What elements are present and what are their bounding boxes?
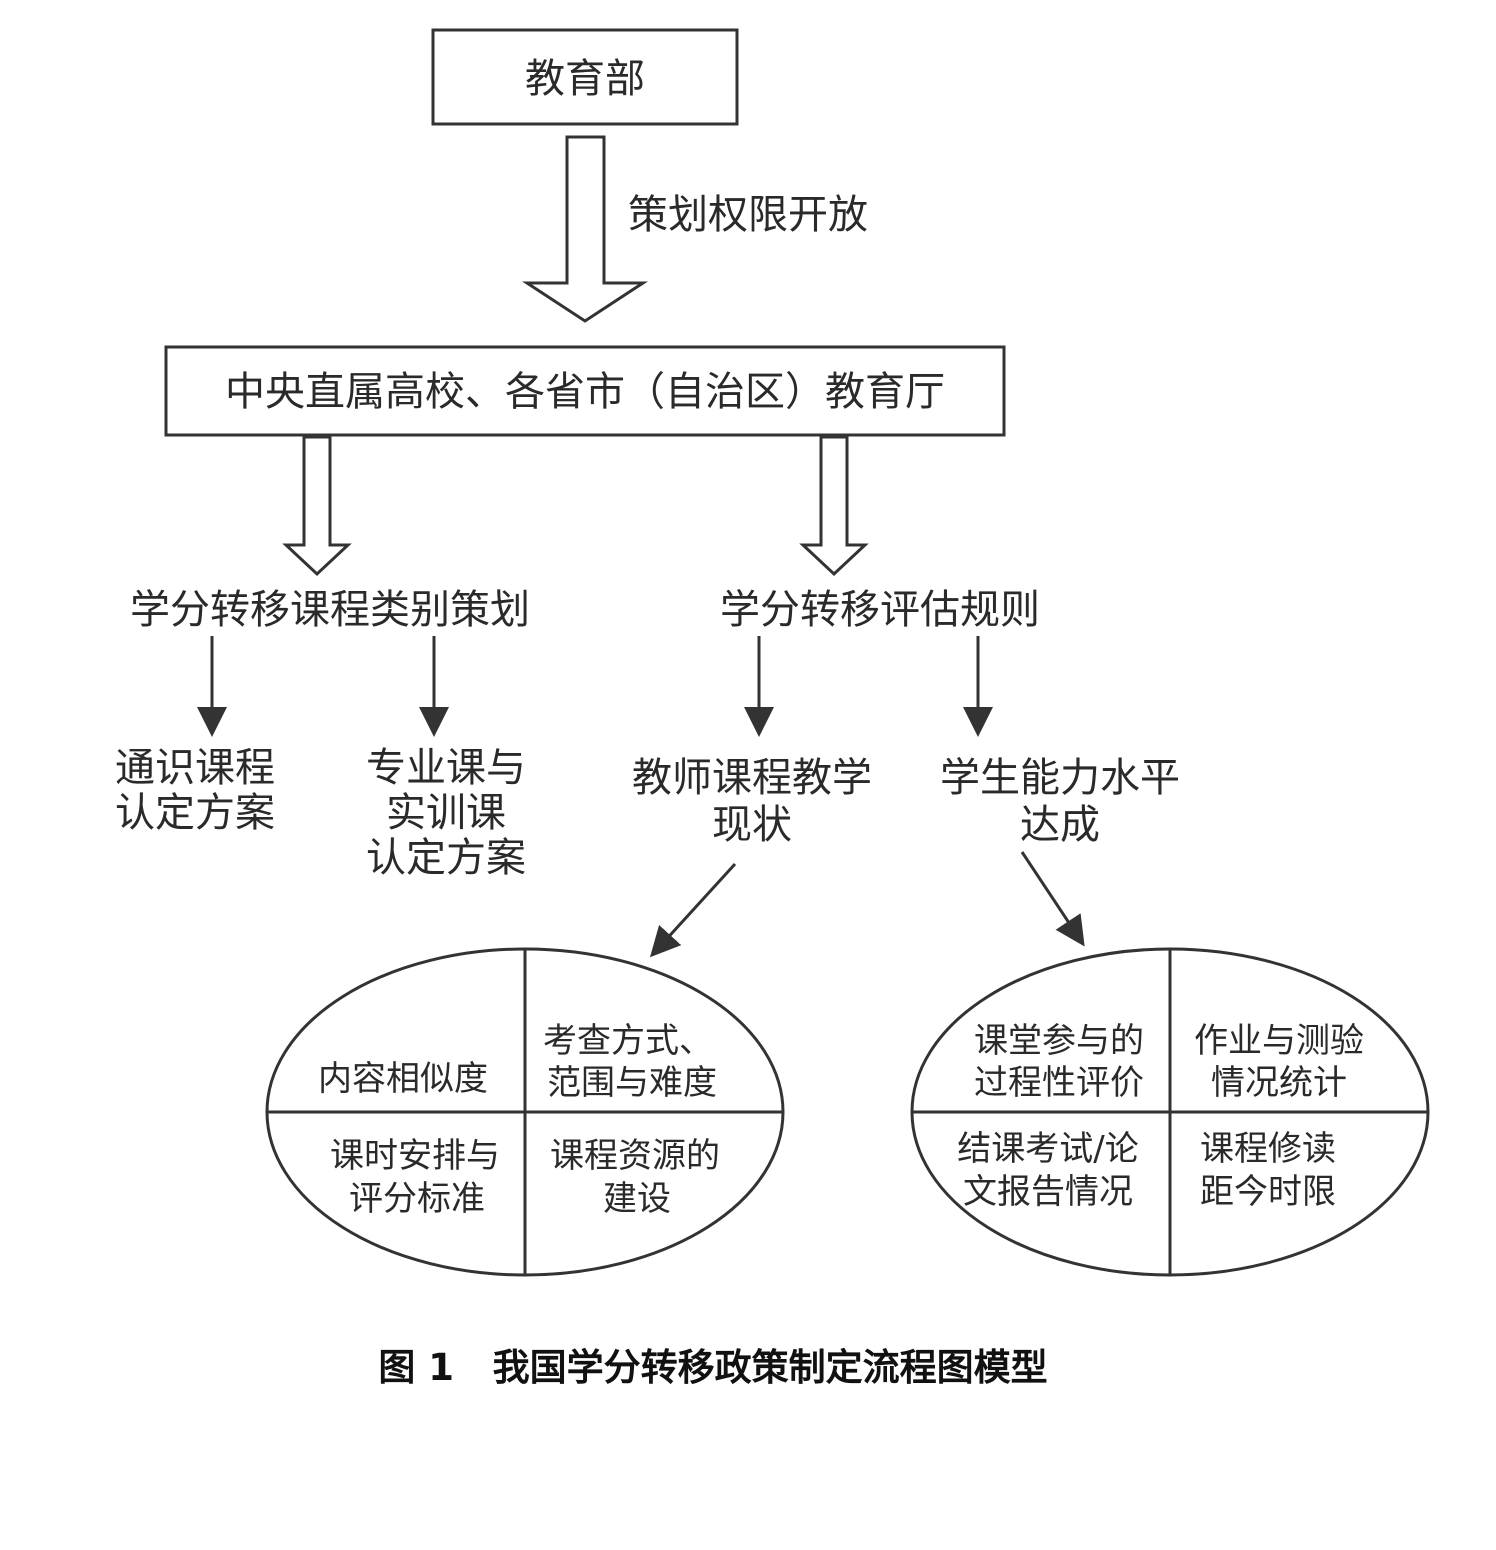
right-q2-line-1: 作业与测验 [1194,1021,1364,1061]
provincial-box [164,345,1006,437]
teacher-status-node: 教师课程教学 现状 [632,755,872,848]
course-planning-label: 学分转移课程类别策划 [130,587,530,633]
right-ellipse: 课堂参与的 过程性评价 作业与测验 情况统计 结课考试/论 文报告情况 课程修读… [910,947,1430,1277]
provincial-label: 中央直属高校、各省市（自治区）教育厅 [225,369,945,415]
student-ability-line-2: 达成 [1020,802,1100,848]
assessment-rules-label: 学分转移评估规则 [720,587,1040,633]
left-q1-line-1: 内容相似度 [318,1059,488,1099]
student-ability-line-1: 学生能力水平 [940,755,1180,801]
major-course-line-2: 实训课 [386,790,506,836]
general-course-line-2: 认定方案 [115,790,275,836]
right-q4-line-1: 课程修读 [1200,1129,1336,1169]
moe-label: 教育部 [525,56,645,102]
hollow-arrow-right [799,435,869,577]
left-ellipse: 内容相似度 考查方式、 范围与难度 课时安排与 评分标准 课程资源的 建设 [265,947,785,1277]
left-q2-line-1: 考查方式、 [543,1021,713,1061]
figure-caption: 图 1 我国学分转移政策制定流程图模型 [378,1346,1047,1389]
major-course-line-3: 认定方案 [366,835,526,881]
right-q1-line-1: 课堂参与的 [974,1021,1144,1061]
right-q3-line-1: 结课考试/论 [957,1129,1138,1169]
teacher-status-line-1: 教师课程教学 [632,755,872,801]
left-q2-line-2: 范围与难度 [547,1063,717,1103]
right-q1-line-2: 过程性评价 [974,1063,1144,1103]
moe-box [431,28,739,126]
arrow-label: 策划权限开放 [628,192,868,238]
student-ability-node: 学生能力水平 达成 [940,755,1180,848]
major-course-line-1: 专业课与 [366,745,526,791]
arrow-to-right-ellipse [1020,851,1085,947]
hollow-arrow-left [282,435,352,577]
left-q4-line-2: 建设 [603,1179,671,1219]
arrow-to-left-ellipse [649,862,737,958]
major-course-node: 专业课与 实训课 认定方案 [366,745,526,881]
teacher-status-line-2: 现状 [712,802,792,848]
hollow-arrow-main [521,135,649,323]
left-q3-line-1: 课时安排与 [330,1136,500,1176]
left-q3-line-2: 评分标准 [349,1179,485,1219]
right-q4-line-2: 距今时限 [1200,1172,1336,1212]
right-q3-line-2: 文报告情况 [963,1172,1133,1212]
general-course-line-1: 通识课程 [115,745,275,791]
right-q2-line-2: 情况统计 [1211,1063,1347,1103]
general-course-node: 通识课程 认定方案 [115,745,275,836]
left-q4-line-1: 课程资源的 [550,1136,720,1176]
